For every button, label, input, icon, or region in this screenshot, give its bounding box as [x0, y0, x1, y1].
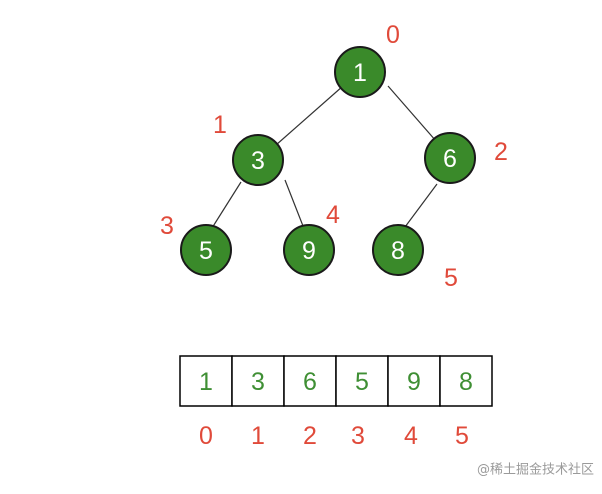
array-cell-value: 3 [251, 368, 265, 396]
tree-nodes: 1 3 6 5 9 8 [180, 46, 476, 276]
array-cell-box [283, 355, 337, 407]
array-index-0: 0 [199, 422, 213, 450]
node-circle [180, 224, 232, 276]
array-indices: 0 1 2 3 4 5 [199, 422, 469, 450]
node-value: 5 [199, 237, 213, 265]
node-circle [334, 46, 386, 98]
node-index-label-4: 4 [326, 201, 340, 229]
array-index-3: 3 [351, 422, 365, 450]
edge-0-1 [275, 85, 344, 146]
array-cell-value: 9 [407, 368, 421, 396]
array-index-2: 2 [303, 422, 317, 450]
tree-node-2: 6 [424, 132, 476, 184]
array-cells: 1 3 6 5 9 8 [179, 355, 493, 407]
array-cell-box [439, 355, 493, 407]
tree-node-0: 1 [334, 46, 386, 98]
node-circle [424, 132, 476, 184]
array-cell-value: 8 [459, 368, 473, 396]
array-cell-box [387, 355, 441, 407]
array-index-1: 1 [251, 422, 265, 450]
node-index-label-1: 1 [213, 111, 227, 139]
node-index-label-3: 3 [160, 212, 174, 240]
array-cell-5: 8 [439, 355, 493, 407]
node-circle [372, 224, 424, 276]
node-value: 9 [302, 237, 316, 265]
edge-1-4 [284, 179, 304, 227]
node-circle [232, 134, 284, 186]
tree-node-4: 9 [283, 224, 335, 276]
array-index-5: 5 [455, 422, 469, 450]
edge-0-2 [387, 85, 437, 142]
array-cell-2: 6 [283, 355, 337, 407]
edge-1-3 [211, 181, 242, 229]
node-value: 8 [391, 237, 405, 265]
node-value: 1 [353, 59, 367, 87]
node-circle [283, 224, 335, 276]
array-cell-value: 6 [303, 368, 317, 396]
array-cell-4: 9 [387, 355, 441, 407]
edge-2-5 [404, 183, 438, 228]
node-index-label-0: 0 [386, 21, 400, 49]
tree-edges [211, 85, 438, 229]
node-index-label-5: 5 [444, 264, 458, 292]
node-index-label-2: 2 [494, 138, 508, 166]
tree-index-labels: 0 1 2 3 4 5 [160, 21, 508, 292]
watermark-text: @稀土掘金技术社区 [477, 462, 594, 478]
tree-node-3: 5 [180, 224, 232, 276]
array-index-4: 4 [404, 422, 418, 450]
array-cell-value: 1 [199, 368, 213, 396]
array-cell-3: 5 [335, 355, 389, 407]
array-cell-0: 1 [179, 355, 233, 407]
array-cell-1: 3 [231, 355, 285, 407]
node-value: 6 [443, 145, 457, 173]
node-value: 3 [251, 147, 265, 175]
tree-node-1: 3 [232, 134, 284, 186]
tree-node-5: 8 [372, 224, 424, 276]
array-cell-value: 5 [355, 368, 369, 396]
